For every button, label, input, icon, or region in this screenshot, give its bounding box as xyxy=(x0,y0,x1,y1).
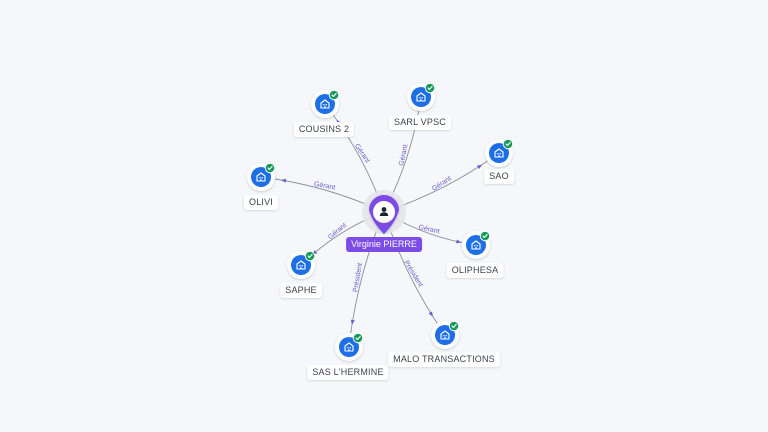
company-building-icon xyxy=(494,148,504,158)
company-node-circle xyxy=(411,87,431,107)
company-building-icon xyxy=(256,172,266,182)
company-node-sas-l-hermine[interactable] xyxy=(335,332,364,361)
company-node-circle xyxy=(466,235,486,255)
company-building-icon xyxy=(416,92,426,102)
company-building-icon xyxy=(344,342,354,352)
company-node-oliphesa[interactable] xyxy=(462,230,491,259)
relation-label: Gérant xyxy=(418,224,440,235)
company-node-circle xyxy=(339,337,359,357)
verified-check-icon xyxy=(352,332,364,344)
company-label[interactable]: SAO xyxy=(484,169,514,184)
company-node-malo-transactions[interactable] xyxy=(431,320,460,349)
company-label[interactable]: SAPHE xyxy=(280,283,322,298)
verified-check-icon xyxy=(479,230,491,242)
company-node-circle xyxy=(435,325,455,345)
company-node-olivi[interactable] xyxy=(247,162,276,191)
verified-check-icon xyxy=(264,162,276,174)
company-label[interactable]: OLIVI xyxy=(243,195,279,210)
verified-check-icon xyxy=(328,89,340,101)
company-node-circle xyxy=(489,143,509,163)
edge-arrow-icon xyxy=(280,178,287,183)
verified-check-icon xyxy=(304,250,316,262)
company-node-circle xyxy=(291,255,311,275)
verified-check-icon xyxy=(448,320,460,332)
relation-label: Gérant xyxy=(313,181,335,192)
company-building-icon xyxy=(471,240,481,250)
relation-label: Président xyxy=(402,259,424,288)
company-building-icon xyxy=(320,99,330,109)
company-label[interactable]: MALO TRANSACTIONS xyxy=(388,352,500,367)
center-node-inner xyxy=(373,201,395,223)
company-label[interactable]: COUSINS 2 xyxy=(293,122,355,137)
company-node-sao[interactable] xyxy=(485,138,514,167)
company-node-circle xyxy=(315,94,335,114)
relation-label: Président xyxy=(352,262,364,292)
company-building-icon xyxy=(440,330,450,340)
edge-arrow-icon xyxy=(350,319,355,325)
company-building-icon xyxy=(296,260,306,270)
nodes-layer xyxy=(247,82,514,361)
company-node-cousins-2[interactable] xyxy=(311,89,340,118)
edge-arrow-icon xyxy=(476,164,483,170)
person-icon xyxy=(379,207,389,216)
company-node-saphe[interactable] xyxy=(287,250,316,279)
company-label[interactable]: SAS L'HERMINE xyxy=(307,365,389,380)
company-label[interactable]: OLIPHESA xyxy=(446,263,504,278)
company-label[interactable]: SARL VPSC xyxy=(389,115,451,130)
company-node-circle xyxy=(251,167,271,187)
person-name-label[interactable]: Virginie PIERRE xyxy=(346,237,422,252)
company-node-sarl-vpsc[interactable] xyxy=(407,82,436,111)
verified-check-icon xyxy=(424,82,436,94)
verified-check-icon xyxy=(502,138,514,150)
center-person-node[interactable] xyxy=(362,190,406,234)
edge-arrow-icon xyxy=(456,239,462,244)
relation-label: Gérant xyxy=(398,144,409,166)
edge-arrow-icon xyxy=(428,311,433,317)
